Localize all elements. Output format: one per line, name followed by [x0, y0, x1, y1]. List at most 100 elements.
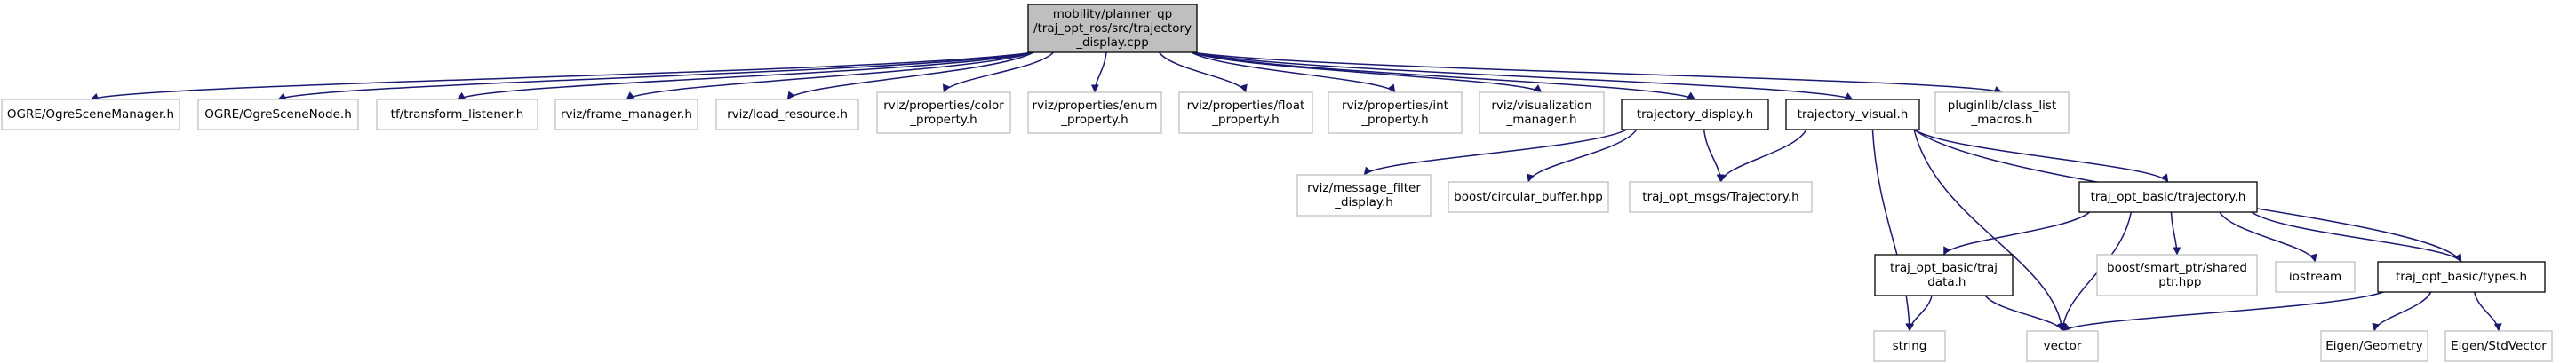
node-traj-opt-basic-traj-data[interactable]: traj_opt_basic/traj_data.h	[1874, 254, 2014, 296]
node-label-line: _property.h	[1060, 113, 1128, 127]
node-box	[1296, 174, 1432, 217]
edge-traj-opt-basic-trajectory-to-iostream	[2219, 211, 2317, 263]
node-boost-circular-buffer[interactable]: boost/circular_buffer.hpp	[1448, 181, 1609, 213]
node-box	[1027, 4, 1198, 53]
edge-root-to-pluginlib-class-list-macros	[1191, 51, 2003, 94]
node-label-line: _property.h	[909, 113, 977, 127]
node-rviz-float-property[interactable]: rviz/properties/float_property.h	[1178, 91, 1313, 134]
node-label-line: _manager.h	[1505, 113, 1576, 127]
node-label-line: vector	[2044, 339, 2082, 353]
node-trajectory-display[interactable]: trajectory_display.h	[1621, 99, 1769, 130]
node-label-line: _macros.h	[1971, 113, 2033, 127]
node-label-line: OGRE/OgreSceneNode.h	[204, 107, 352, 122]
edge-traj-opt-basic-types-to-eigen-stdvector	[2473, 291, 2502, 332]
node-label-line: traj_opt_basic/traj	[1890, 261, 1998, 275]
node-label-line: _property.h	[1360, 113, 1428, 127]
node-label-line: _data.h	[1920, 275, 1966, 289]
edge-root-to-trajectory-visual	[1191, 51, 1854, 100]
node-label-line: rviz/load_resource.h	[727, 107, 848, 122]
edge-trajectory-visual-to-traj-opt-msgs-trajectory	[1719, 129, 1807, 183]
node-tf-transform-listener[interactable]: tf/transform_listener.h	[376, 99, 538, 130]
node-label-line: Eigen/StdVector	[2451, 339, 2547, 353]
node-label-line: trajectory_visual.h	[1798, 107, 1909, 122]
node-box	[1874, 254, 2014, 296]
node-label-line: Eigen/Geometry	[2325, 339, 2423, 353]
node-label-line: rviz/visualization	[1491, 99, 1591, 113]
edge-root-to-trajectory-display	[1191, 51, 1695, 100]
node-rviz-frame-manager[interactable]: rviz/frame_manager.h	[554, 99, 698, 130]
edge-traj-opt-basic-types-to-vector	[2062, 291, 2384, 332]
node-vector[interactable]: vector	[2026, 330, 2099, 362]
node-eigen-geometry[interactable]: Eigen/Geometry	[2320, 330, 2428, 362]
node-label-line: trajectory_display.h	[1637, 107, 1753, 122]
node-box	[2320, 330, 2428, 362]
node-ogre-scene-manager[interactable]: OGRE/OgreSceneManager.h	[1, 99, 180, 130]
edge-root-to-rviz-int-property	[1191, 51, 1396, 93]
edge-root-to-rviz-color-property	[942, 51, 1055, 93]
node-label-line: /traj_opt_ros/src/trajectory	[1033, 21, 1192, 36]
node-label-line: rviz/message_filter	[1307, 181, 1421, 195]
edge-root-to-ogre-scene-node	[277, 51, 1034, 100]
node-box	[2275, 261, 2356, 293]
node-box	[1328, 91, 1463, 134]
node-rviz-visualization-manager[interactable]: rviz/visualization_manager.h	[1479, 91, 1605, 134]
node-root[interactable]: mobility/planner_qp/traj_opt_ros/src/tra…	[1027, 4, 1198, 53]
node-box	[2026, 330, 2099, 362]
node-box	[376, 99, 538, 130]
node-boost-smart-ptr-shared-ptr[interactable]: boost/smart_ptr/shared_ptr.hpp	[2096, 254, 2258, 296]
node-iostream[interactable]: iostream	[2275, 261, 2356, 293]
node-box	[1027, 91, 1162, 134]
edge-root-to-rviz-visualization-manager	[1191, 51, 1543, 93]
edge-root-to-ogre-scene-manager	[90, 51, 1034, 101]
edge-traj-opt-basic-trajectory-to-traj-opt-basic-types	[2251, 211, 2462, 263]
edge-root-to-tf-transform-listener	[457, 51, 1034, 100]
node-label-line: boost/smart_ptr/shared	[2107, 261, 2247, 275]
edge-trajectory-display-to-boost-circular-buffer	[1527, 129, 1638, 183]
edge-trajectory-visual-to-string	[1871, 129, 1914, 332]
node-label-line: traj_opt_basic/trajectory.h	[2091, 190, 2246, 204]
edge-trajectory-visual-to-vector	[1913, 129, 2066, 332]
node-box	[1448, 181, 1609, 213]
node-traj-opt-basic-trajectory[interactable]: traj_opt_basic/trajectory.h	[2078, 181, 2258, 213]
node-box	[2078, 181, 2258, 213]
node-box	[1479, 91, 1605, 134]
edge-trajectory-display-to-rviz-message-filter-display	[1363, 129, 1628, 176]
node-label-line: iostream	[2289, 270, 2341, 284]
node-rviz-enum-property[interactable]: rviz/properties/enum_property.h	[1027, 91, 1162, 134]
node-layer: mobility/planner_qp/traj_opt_ros/src/tra…	[1, 4, 2553, 362]
node-label-line: _display.cpp	[1075, 36, 1149, 50]
edge-root-to-rviz-float-property	[1158, 51, 1248, 93]
node-label-line: traj_opt_msgs/Trajectory.h	[1642, 190, 1798, 204]
node-label-line: boost/circular_buffer.hpp	[1454, 190, 1603, 204]
node-label-line: pluginlib/class_list	[1948, 99, 2056, 113]
node-pluginlib-class-list-macros[interactable]: pluginlib/class_list_macros.h	[1934, 91, 2070, 134]
edge-root-to-rviz-frame-manager	[626, 51, 1034, 100]
node-rviz-message-filter-display[interactable]: rviz/message_filter_display.h	[1296, 174, 1432, 217]
node-box	[1621, 99, 1769, 130]
node-trajectory-visual[interactable]: trajectory_visual.h	[1785, 99, 1920, 130]
node-label-line: _ptr.hpp	[2152, 275, 2202, 289]
edge-traj-opt-basic-trajectory-to-boost-smart-ptr-shared-ptr	[2170, 211, 2181, 256]
node-label-line: rviz/properties/int	[1342, 99, 1448, 113]
node-label-line: traj_opt_basic/types.h	[2396, 270, 2527, 284]
node-label-line: string	[1893, 339, 1927, 353]
node-string[interactable]: string	[1873, 330, 1946, 362]
edge-root-to-rviz-enum-property	[1090, 51, 1107, 93]
node-box	[1934, 91, 2070, 134]
node-rviz-color-property[interactable]: rviz/properties/color_property.h	[876, 91, 1011, 134]
node-ogre-scene-node[interactable]: OGRE/OgreSceneNode.h	[197, 99, 359, 130]
node-traj-opt-basic-types[interactable]: traj_opt_basic/types.h	[2377, 261, 2546, 293]
node-box	[1873, 330, 1946, 362]
node-eigen-stdvector[interactable]: Eigen/StdVector	[2444, 330, 2553, 362]
edge-layer	[90, 51, 2502, 332]
node-rviz-load-resource[interactable]: rviz/load_resource.h	[715, 99, 859, 130]
node-label-line: tf/transform_listener.h	[391, 107, 524, 122]
edge-trajectory-visual-to-traj-opt-basic-trajectory	[1913, 129, 2169, 183]
node-box	[554, 99, 698, 130]
edge-traj-opt-basic-trajectory-to-vector	[2059, 211, 2133, 332]
node-traj-opt-msgs-trajectory[interactable]: traj_opt_msgs/Trajectory.h	[1629, 181, 1813, 213]
node-rviz-int-property[interactable]: rviz/properties/int_property.h	[1328, 91, 1463, 134]
edge-trajectory-display-to-traj-opt-msgs-trajectory	[1703, 129, 1725, 183]
node-box	[2377, 261, 2546, 293]
edge-traj-opt-basic-traj-data-to-vector	[1984, 295, 2064, 332]
